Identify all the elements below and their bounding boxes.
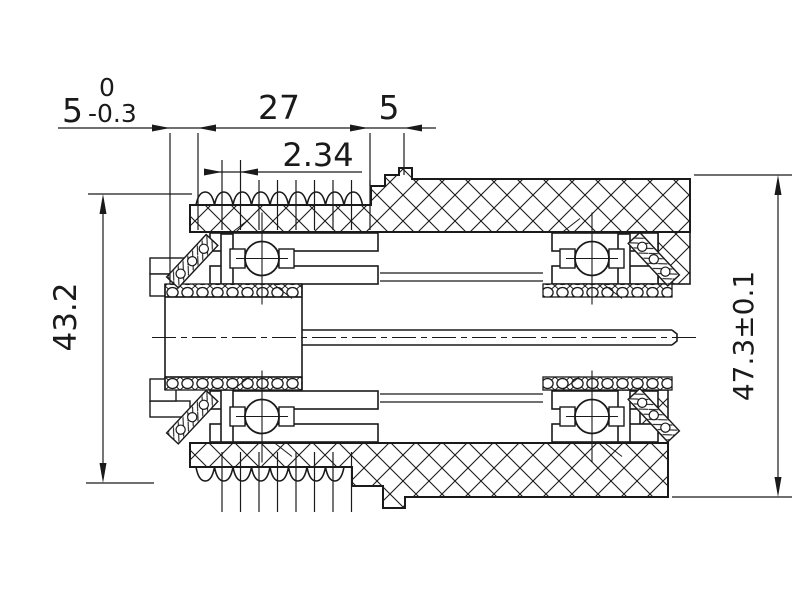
dim-flange-lower-tol: -0.3 xyxy=(88,99,137,128)
dim-flange-nominal: 5 xyxy=(62,91,83,130)
dim-overall-height: 47.3±0.1 xyxy=(727,271,760,401)
dimension-labels: 5 0 -0.3 27 5 2.34 43.2 47.3±0.1 xyxy=(48,73,760,401)
dim-flange-upper-tol: 0 xyxy=(99,73,115,102)
dim-step-width: 5 xyxy=(379,88,400,127)
dim-thread-pitch: 2.34 xyxy=(282,136,353,174)
shaft xyxy=(302,272,678,403)
dimension-lines xyxy=(58,124,792,498)
thread-profile-top xyxy=(195,160,371,230)
thread-profile-bottom xyxy=(195,452,353,512)
dim-thread-length: 27 xyxy=(258,88,300,127)
dim-left-height: 43.2 xyxy=(48,282,84,351)
